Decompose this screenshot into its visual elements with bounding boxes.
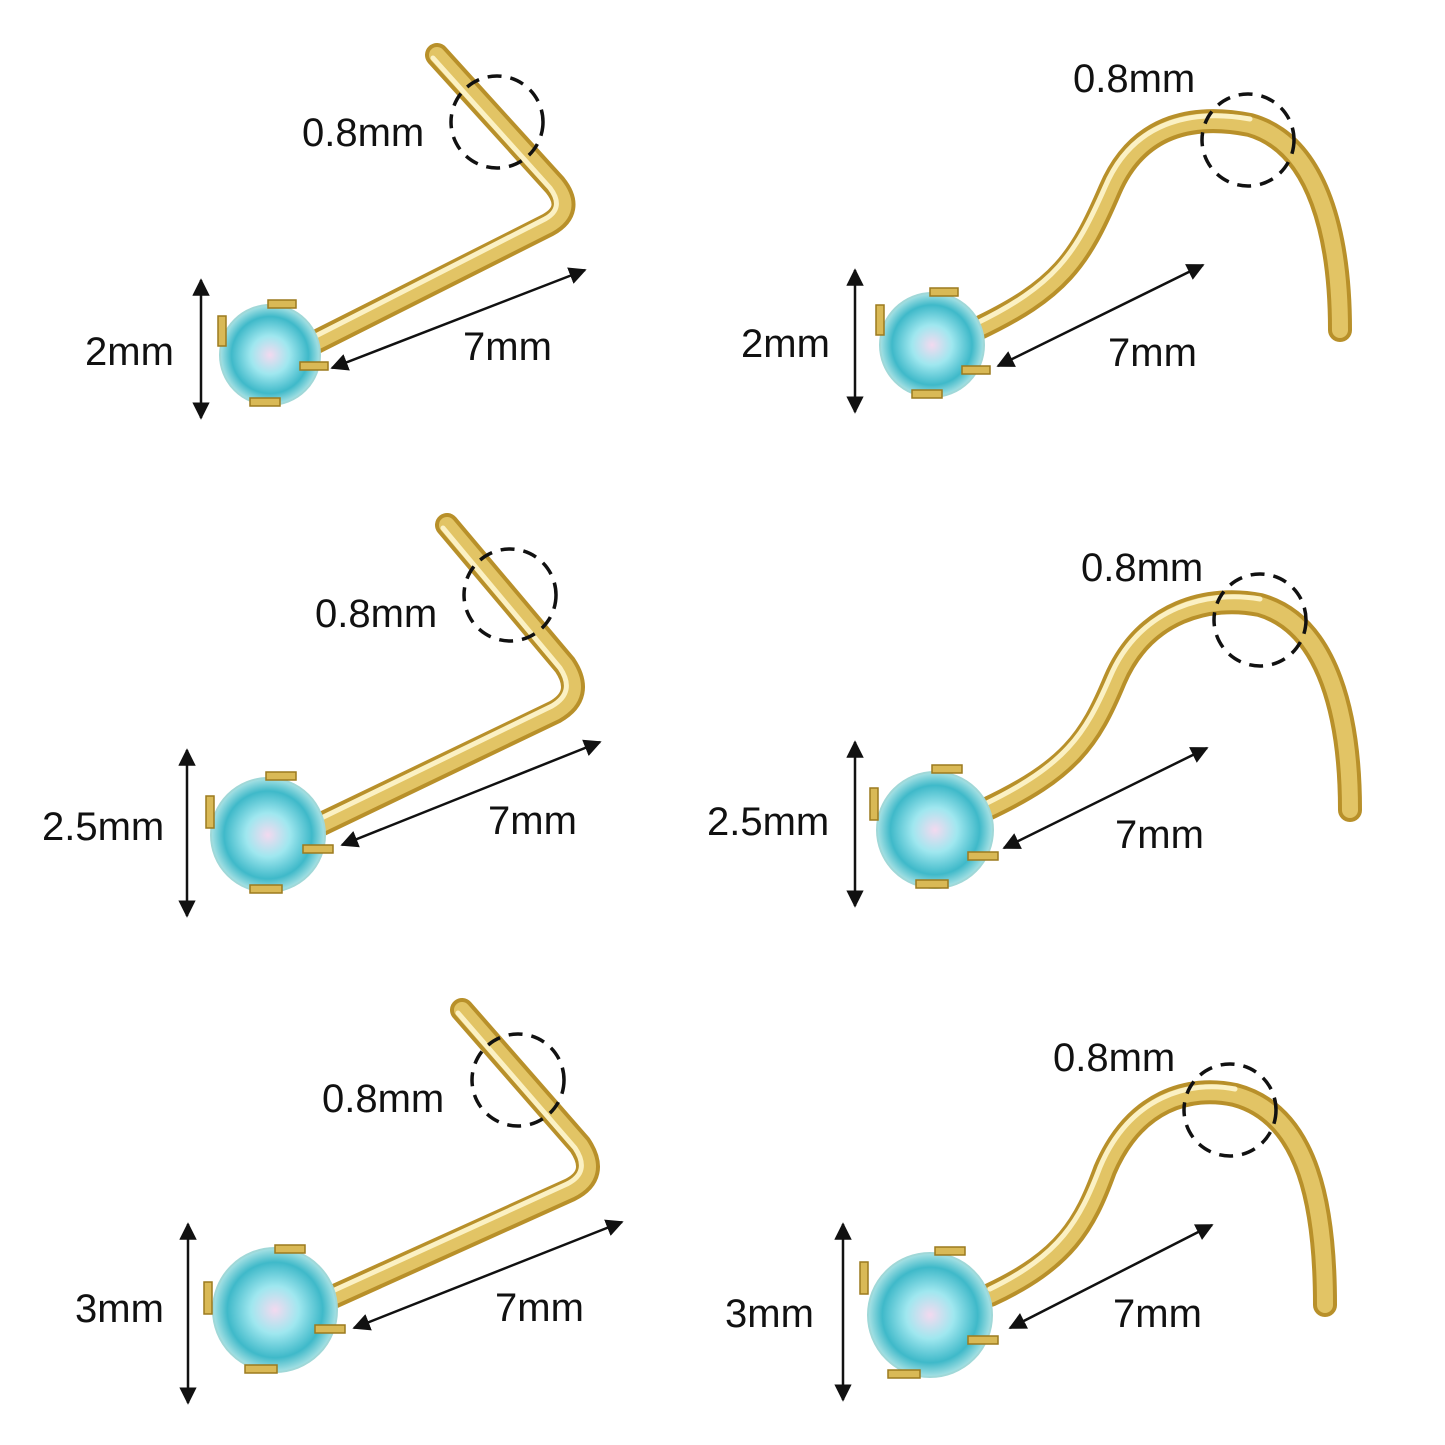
gauge-marker [1200, 92, 1296, 188]
gem-icon [217, 299, 329, 407]
length-label: 7mm [463, 325, 552, 369]
gauge-marker [470, 1032, 566, 1128]
gauge-marker [449, 74, 545, 170]
length-label: 7mm [488, 799, 577, 843]
gem-size-label: 2mm [741, 322, 830, 366]
gem-size-label: 3mm [725, 1292, 814, 1336]
gem-icon [875, 287, 991, 399]
length-label: 7mm [1113, 1292, 1202, 1336]
nose-stud-l-shape-3mm: 0.8mm 3mm 7mm [75, 998, 624, 1405]
length-label: 7mm [1115, 813, 1204, 857]
gauge-marker [1182, 1062, 1278, 1158]
gauge-label: 0.8mm [302, 111, 424, 155]
gauge-label: 0.8mm [1053, 1036, 1175, 1080]
gem-icon [869, 764, 999, 889]
gem-icon [859, 1246, 999, 1379]
gem-icon [203, 1244, 346, 1374]
gem-icon [205, 771, 334, 894]
gem-size-label: 2.5mm [707, 800, 829, 844]
length-label: 7mm [495, 1286, 584, 1330]
gauge-marker [462, 547, 558, 643]
nose-stud-l-shape-2.5mm: 0.8mm 2.5mm 7mm [42, 513, 602, 918]
nose-stud-screw-2mm: 0.8mm 2mm 7mm [741, 57, 1352, 414]
gauge-marker [1212, 572, 1308, 668]
gem-size-label: 2.5mm [42, 805, 164, 849]
gauge-label: 0.8mm [322, 1077, 444, 1121]
nose-stud-screw-2.5mm: 0.8mm 2.5mm 7mm [707, 546, 1362, 908]
gem-size-label: 3mm [75, 1287, 164, 1331]
nose-stud-screw-3mm: 0.8mm 3mm 7mm [725, 1036, 1337, 1402]
gauge-label: 0.8mm [315, 592, 437, 636]
gauge-label: 0.8mm [1073, 57, 1195, 101]
gauge-label: 0.8mm [1081, 546, 1203, 590]
gem-size-label: 2mm [85, 330, 174, 374]
length-label: 7mm [1108, 331, 1197, 375]
nose-stud-l-shape-2mm: 0.8mm 2mm 7mm [85, 43, 587, 420]
